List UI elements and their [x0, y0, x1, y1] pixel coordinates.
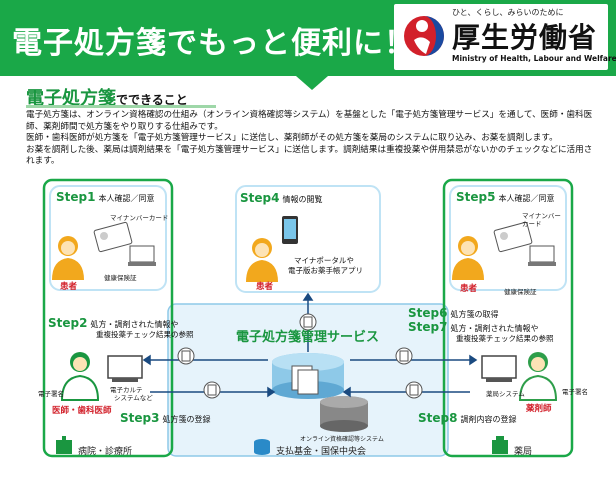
step2-text2: 重複投薬チェック結果の参照 — [96, 330, 194, 339]
step8-text: 調剤内容の登録 — [460, 415, 517, 424]
document-circle-icon — [299, 313, 317, 331]
logo-english: Ministry of Health, Labour and Welfare — [452, 54, 616, 63]
step5-num: Step5 — [456, 190, 496, 204]
insurance-card-label: 健康保険証 — [504, 288, 537, 296]
arrow-head — [342, 386, 351, 398]
step1-num: Step1 — [56, 190, 96, 204]
step8-num: Step8 — [418, 411, 458, 425]
pharmacist-icon — [518, 352, 558, 401]
step3-num: Step3 — [120, 411, 160, 425]
computer-icon — [107, 355, 143, 382]
step2-num: Step2 — [48, 316, 88, 330]
patient-label: 患者 — [256, 282, 274, 292]
e-karte-label-2: システムなど — [114, 394, 153, 402]
step6-num: Step6 — [408, 306, 448, 320]
e-notebook-label: 電子版お薬手帳アプリ — [288, 266, 363, 275]
online-system-label: オンライン資格確認等システム — [300, 436, 384, 443]
step7-text2: 重複投薬チェック結果の参照 — [456, 334, 554, 343]
document-circle-icon — [203, 381, 221, 399]
patient-label: 患者 — [60, 282, 78, 292]
banner-title: 電子処方箋でもっと便利に！ — [12, 26, 415, 61]
step2-text: 処方・調剤された情報や — [90, 320, 179, 329]
document-circle-icon — [177, 347, 195, 365]
my-number-card-label: マイナンバーカード — [110, 214, 169, 222]
mynaportal-label: マイナポータルや — [294, 256, 354, 265]
hospital-icon — [56, 436, 72, 454]
e-signature-label: 電子署名 — [562, 388, 588, 396]
description-paragraph: 電子処方箋は、オンライン資格確認の仕組み（オンライン資格確認等システム）を基盤と… — [26, 110, 593, 132]
smartphone-icon — [282, 216, 298, 244]
doctor-label: 医師・歯科医師 — [52, 406, 112, 416]
description-paragraph: 医師・歯科医師が処方箋を「電子処方箋管理サービス」に送信し、薬剤師がその処方箋を… — [26, 133, 558, 144]
step7-text: 処方・調剤された情報や — [450, 324, 539, 333]
e-karte-label: 電子カルテ — [110, 386, 143, 394]
section-underline — [26, 105, 216, 108]
step6-text: 処方箋の取得 — [450, 310, 499, 319]
step5-text: 本人確認／同意 — [498, 194, 555, 203]
document-circle-icon — [405, 381, 423, 399]
fund-label: 支払基金・国保中央会 — [276, 447, 367, 457]
arrow-head — [142, 354, 151, 366]
pharmacist-label: 薬剤師 — [526, 404, 552, 414]
pharmacy-icon — [492, 436, 508, 454]
step1-text: 本人確認／同意 — [98, 194, 155, 203]
description-paragraph: お薬を調剤した後、薬局は調剤結果を「電子処方箋管理サービス」に送信します。調剤結… — [26, 144, 593, 167]
patient-icon — [52, 236, 84, 280]
id-card-icon — [493, 221, 533, 253]
step4-text: 情報の閲覧 — [282, 195, 323, 204]
e-signature-label: 電子署名 — [38, 390, 64, 398]
pharmacy-system-label: 薬局システム — [486, 390, 525, 398]
banner-pointer — [296, 76, 328, 90]
server-icon — [320, 396, 368, 432]
service-title: 電子処方箋管理サービス — [236, 330, 380, 345]
hospital-label: 病院・診療所 — [78, 447, 133, 457]
patient-icon — [452, 236, 484, 280]
insurance-card-label: 健康保険証 — [104, 274, 137, 282]
patient-label: 患者 — [460, 284, 478, 294]
my-number-card-label: マイナンバーカード — [522, 212, 561, 228]
documents-icon — [291, 365, 319, 395]
document-circle-icon — [395, 347, 413, 365]
step4-num: Step4 — [240, 191, 280, 205]
pharmacy-panel — [442, 178, 574, 458]
card-reader-icon — [528, 245, 556, 266]
step3-text: 処方箋の登録 — [162, 415, 211, 424]
section-title-main: 電子処方箋 — [26, 88, 116, 109]
arrow-head — [469, 354, 478, 366]
step7-num: Step7 — [408, 320, 448, 334]
arrow-head — [302, 292, 314, 301]
doctor-icon — [60, 352, 100, 401]
card-reader-icon — [128, 245, 156, 266]
section-title-rest: でできること — [116, 93, 188, 107]
logo-tagline: ひと、くらし、みらいのために — [452, 8, 564, 17]
patient-icon — [246, 238, 278, 282]
id-card-icon — [93, 221, 133, 253]
logo-name: 厚生労働省 — [452, 21, 598, 54]
arrow-head — [267, 386, 276, 398]
pharmacy-label: 薬局 — [514, 447, 533, 457]
section-title: 電子処方箋でできること — [26, 84, 188, 110]
fund-icon — [254, 439, 270, 455]
computer-icon — [481, 355, 517, 382]
mhlw-logo-icon — [404, 16, 444, 56]
description: 電子処方箋は、オンライン資格確認の仕組み（オンライン資格確認等システム）を基盤と… — [26, 110, 600, 168]
hospital-panel — [42, 178, 174, 458]
